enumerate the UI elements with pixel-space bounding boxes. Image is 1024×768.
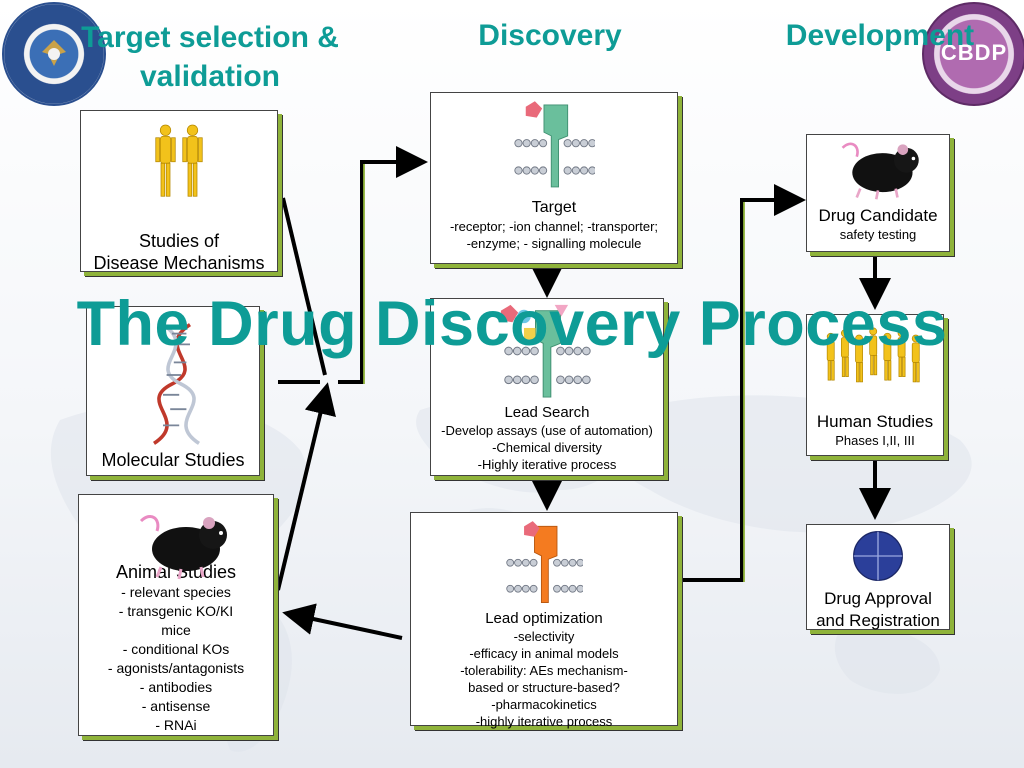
header-discovery: Discovery: [478, 19, 622, 52]
disease-title-line1: Studies of: [138, 231, 220, 251]
human-studies-subtitle: Phases I,II, III: [835, 433, 915, 448]
receptor-orange-icon: [506, 521, 585, 604]
mouse-icon: [139, 515, 227, 580]
lead-search-line-1: -Develop assays (use of automation): [441, 423, 653, 438]
dna-icon: [152, 323, 201, 445]
lead-opt-line-4: based or structure-based?: [468, 680, 620, 695]
approval-title-line1: Drug Approval: [824, 589, 932, 608]
dod-seal-logo: [2, 2, 106, 106]
disease-title-line2: Disease Mechanisms: [93, 253, 265, 273]
molecular-title: Molecular Studies: [101, 450, 245, 470]
box-disease-mechanisms: Studies of Disease Mechanisms: [80, 110, 278, 273]
cbdp-logo-text: CBDP: [940, 40, 1008, 65]
lead-search-line-3: -Highly iterative process: [477, 457, 617, 472]
animal-line-7: - antisense: [141, 698, 211, 714]
drug-candidate-subtitle: safety testing: [839, 227, 917, 242]
animal-line-5: - agonists/antagonists: [107, 660, 245, 676]
mouse-icon: [841, 142, 919, 200]
lead-opt-line-3: -tolerability: AEs mechanism-: [460, 663, 628, 678]
box-drug-candidate: Drug Candidate safety testing: [806, 134, 950, 252]
box-lead-search: Lead Search -Develop assays (use of auto…: [430, 298, 664, 476]
box-molecular-studies: Molecular Studies: [86, 306, 260, 476]
lead-opt-line-2: -efficacy in animal models: [469, 646, 619, 661]
animal-line-6: - antibodies: [139, 679, 213, 695]
drug-candidate-title: Drug Candidate: [818, 206, 938, 225]
animal-line-4: - conditional KOs: [122, 641, 230, 657]
target-line-1: -receptor; -ion channel; -transporter;: [449, 219, 659, 234]
human-studies-title: Human Studies: [816, 412, 934, 431]
figurines-icon: [155, 124, 203, 197]
animal-line-8: - RNAi: [155, 717, 197, 733]
header-target-selection: Target selection & validation: [81, 21, 339, 93]
box-lead-optimization: Lead optimization -selectivity -efficacy…: [410, 512, 678, 729]
box-drug-approval: Drug Approval and Registration: [806, 524, 950, 630]
approval-title-line2: and Registration: [816, 611, 940, 630]
lead-opt-line-5: -pharmacokinetics: [491, 697, 597, 712]
animal-line-3: mice: [161, 622, 191, 638]
box-animal-studies: Animal Studies - relevant species - tran…: [78, 494, 274, 736]
animal-line-2: - transgenic KO/KI: [118, 603, 234, 619]
crowd-icon: [826, 327, 920, 383]
target-line-2: -enzyme; - signalling molecule: [466, 236, 642, 251]
box-target: Target -receptor; -ion channel; -transpo…: [430, 92, 678, 264]
receptor-membrane-icon: [514, 101, 597, 188]
cbdp-seal-logo: CBDP: [922, 2, 1024, 106]
animal-line-1: - relevant species: [121, 584, 231, 600]
lead-search-title: Lead Search: [504, 404, 590, 421]
receptor-ligands-icon: [500, 304, 591, 398]
lead-opt-line-6: -highly iterative process: [475, 714, 613, 729]
lead-opt-line-1: -selectivity: [513, 629, 575, 644]
animal-title: Animal Studies: [115, 562, 237, 582]
eagle-icon: [42, 40, 66, 66]
target-title: Target: [531, 199, 577, 216]
box-human-studies: Human Studies Phases I,II, III: [806, 314, 944, 456]
header-development: Development: [785, 19, 975, 52]
globe-icon: [853, 531, 903, 581]
lead-opt-title: Lead optimization: [485, 610, 603, 627]
lead-search-line-2: -Chemical diversity: [492, 440, 602, 455]
